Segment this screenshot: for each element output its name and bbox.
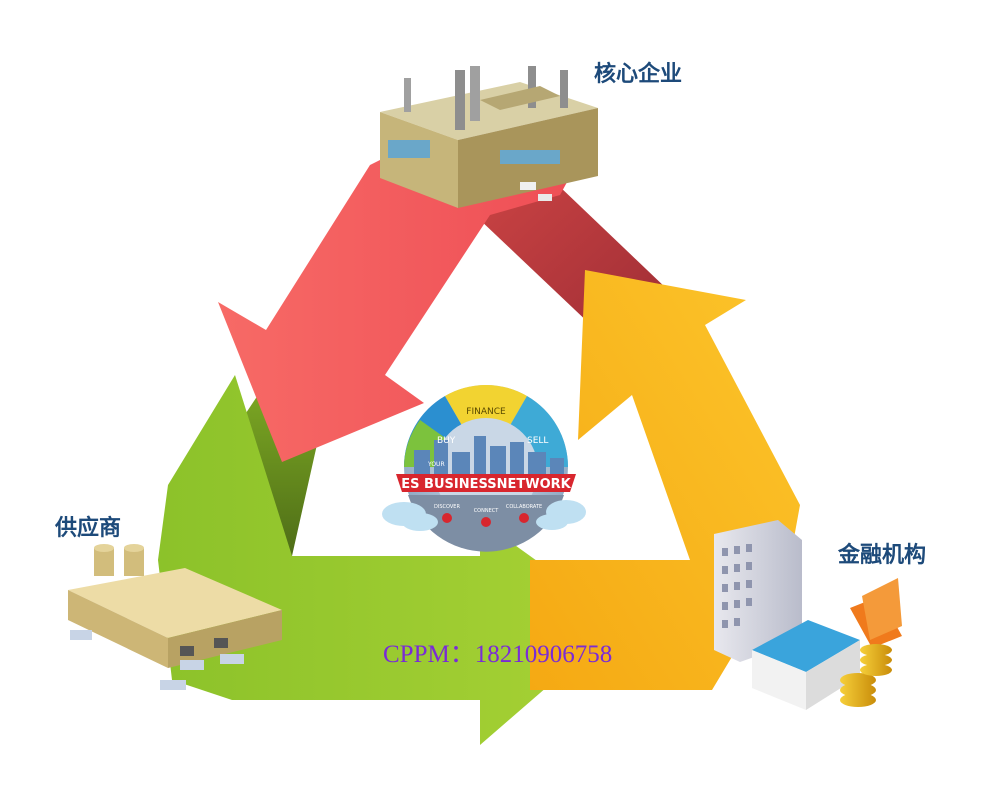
green-arrow [158,375,622,745]
hub-item-discover: DISCOVER [434,504,460,510]
business-network-hub: ES BUSINESSNETWORK BUY FINANCE SELL YOUR… [382,385,586,552]
connect-icon [481,517,491,527]
hub-small-tag: YOUR [427,461,445,468]
hub-segment-sell: SELL [527,436,548,446]
warehouse-icon [68,544,282,690]
hub-banner: ES BUSINESSNETWORK [401,477,571,492]
discover-icon [442,513,452,523]
label-finance-institution: 金融机构 [838,543,927,568]
label-core-enterprise: 核心企业 [594,62,683,87]
red-arrow [218,140,590,462]
bank-building-coins-icon [714,520,902,710]
factory-icon [380,66,598,208]
hub-item-connect: CONNECT [474,508,500,514]
contact-text: CPPM：18210906758 [383,641,613,668]
label-supplier: 供应商 [55,516,122,541]
collaborate-icon [519,513,529,523]
hub-segment-buy: BUY [437,436,456,446]
hub-segment-finance: FINANCE [466,407,506,417]
hub-item-collaborate: COLLABORATE [506,504,542,510]
